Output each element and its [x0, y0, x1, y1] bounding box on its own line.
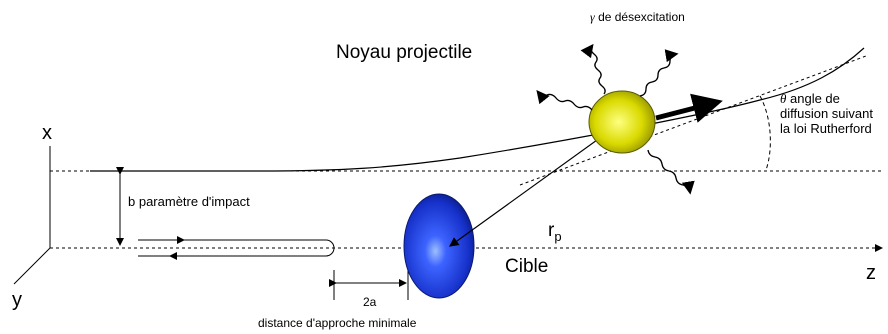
- theta-label: θ angle de diffusion suivant la loi Ruth…: [780, 91, 873, 136]
- gamma-symbol: γ: [590, 10, 595, 24]
- theta-line1: angle de: [790, 91, 840, 106]
- axis-y-label: y: [12, 289, 22, 311]
- approach-path: [138, 239, 335, 257]
- axis-z-label: z: [866, 262, 876, 284]
- rp-vector: [449, 121, 623, 247]
- rp-label: rp: [548, 220, 562, 244]
- gamma-text: de désexcitation: [598, 10, 685, 24]
- gamma-ray-left: [536, 89, 593, 111]
- asymptote-dashed-line: [519, 55, 867, 186]
- gamma-ray-down-right: [647, 149, 695, 195]
- impact-parameter-label: b paramètre d'impact: [128, 194, 250, 209]
- rp-subscript: p: [554, 228, 562, 244]
- projectile-label: Noyau projectile: [336, 42, 473, 63]
- rp-main: r: [548, 220, 555, 241]
- theta-symbol: θ: [780, 91, 787, 106]
- y-axis-line: [13, 247, 51, 285]
- theta-line2: diffusion suivant: [780, 106, 873, 121]
- projectile-trajectory: [90, 47, 865, 172]
- min-distance-label: distance d'approche minimale: [258, 316, 417, 330]
- two-a-label: 2a: [363, 295, 377, 309]
- velocity-arrow: [655, 93, 723, 123]
- axis-x-label: x: [42, 122, 52, 144]
- target-nucleus: [403, 193, 475, 299]
- target-label: Cible: [505, 256, 549, 277]
- gamma-ray-up-left: [580, 43, 606, 95]
- theta-arc: [759, 95, 771, 171]
- projectile-nucleus: [588, 90, 656, 154]
- theta-line3: la loi Rutherford: [780, 121, 872, 136]
- gamma-ray-up-right: [639, 49, 679, 97]
- gamma-label: γ de désexcitation: [590, 10, 685, 24]
